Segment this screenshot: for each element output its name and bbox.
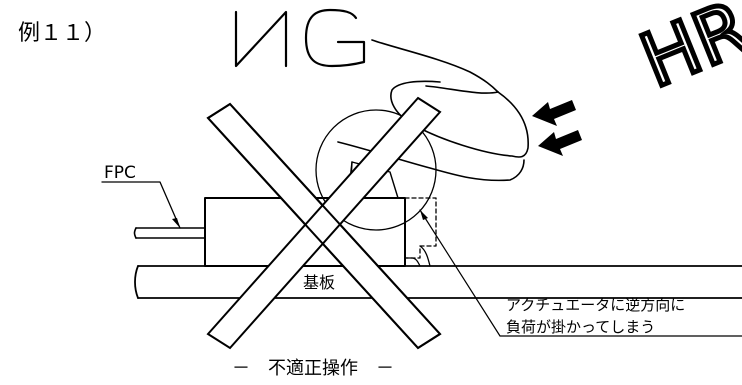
caption: － 不適正操作 － <box>232 358 394 379</box>
board-label: 基板 <box>303 273 335 292</box>
warning-leader-arrow-icon <box>420 210 428 220</box>
warning-line-2: 負荷が掛かってしまう <box>506 318 655 336</box>
arrow-lower-icon <box>538 130 582 156</box>
ng-letter-n <box>234 10 288 68</box>
ng-title <box>234 8 366 68</box>
watermark-hr: HR <box>627 0 742 107</box>
highlight-circle <box>315 109 437 231</box>
fpc-cable <box>133 227 206 239</box>
cross-overlap-fix <box>206 102 442 350</box>
example-label: 例１１） <box>18 21 106 46</box>
arrow-upper-icon <box>532 100 576 126</box>
fpc-leader-line <box>101 181 181 229</box>
fpc-label: FPC <box>104 163 136 183</box>
fpc-leader-arrow-icon <box>172 218 180 228</box>
push-arrows <box>532 100 582 156</box>
substrate-board <box>134 265 742 299</box>
watermark-text: HR <box>630 0 742 105</box>
warning-leader <box>419 209 742 337</box>
connector-latch <box>404 197 437 267</box>
warning-line-1: アクチュエータに逆方向に <box>506 296 685 314</box>
ng-letter-g <box>304 8 366 68</box>
